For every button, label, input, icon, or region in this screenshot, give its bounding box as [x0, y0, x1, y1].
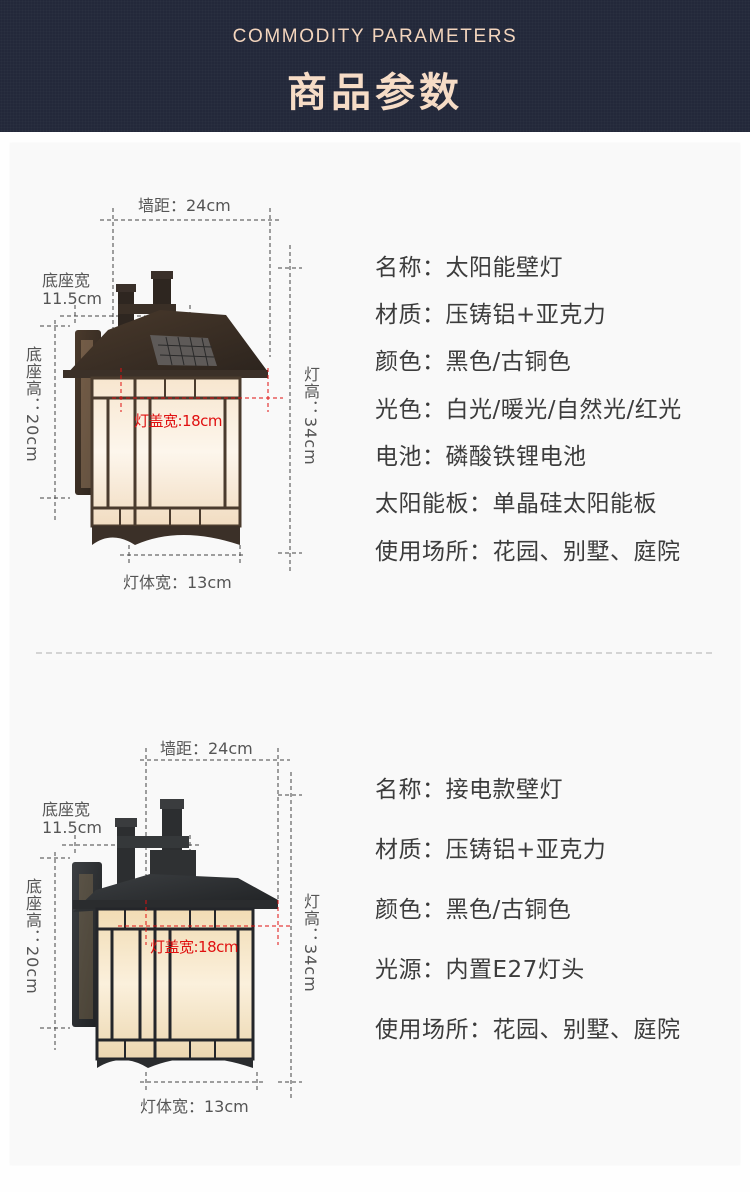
base-width-label: 底座宽 [42, 800, 91, 819]
header-title-cn: 商品参数 [287, 70, 463, 116]
spec-separator: ： [469, 491, 493, 517]
spec-row-light-color: 光色：白光/暖光/自然光/红光 [375, 390, 682, 424]
spec-label: 使用场所 [375, 1017, 469, 1043]
spec-row-usage: 使用场所：花园、别墅、庭院 [375, 1010, 681, 1044]
spec-row-color: 颜色：黑色/古铜色 [375, 890, 571, 924]
spec-value: 内置E27灯头 [445, 957, 585, 983]
spec-separator: ： [422, 444, 446, 470]
base-width-value: 11.5cm [42, 818, 103, 837]
base-height-label: 底座高：20cm [23, 878, 42, 995]
spec-label: 太阳能板 [375, 491, 469, 517]
lamp-height-label: 灯高：34cm [301, 366, 320, 466]
wall-distance-label: 墙距：24cm [138, 196, 231, 215]
spec-value: 压铸铝+亚克力 [445, 837, 607, 863]
spec-row-light-source: 光源：内置E27灯头 [375, 950, 585, 984]
spec-value: 磷酸铁锂电池 [445, 444, 587, 470]
spec-separator: ： [469, 539, 493, 565]
spec-row-usage: 使用场所：花园、别墅、庭院 [375, 532, 681, 566]
spec-row-solar-panel: 太阳能板：单晶硅太阳能板 [375, 484, 657, 518]
spec-label: 名称 [375, 255, 422, 281]
base-height-label: 底座高：20cm [23, 346, 42, 463]
spec-row-name: 名称：接电款壁灯 [375, 770, 563, 804]
spec-label: 光色 [375, 397, 422, 423]
spec-value: 接电款壁灯 [445, 777, 563, 803]
header-title-en: COMMODITY PARAMETERS [232, 26, 518, 47]
spec-label: 名称 [375, 777, 422, 803]
cover-width-label: 灯盖宽:18cm [150, 938, 239, 956]
spec-label: 光源 [375, 957, 422, 983]
spec-separator: ： [422, 302, 446, 328]
base-width-value: 11.5cm [42, 289, 103, 308]
spec-label: 材质 [375, 302, 422, 328]
cover-width-label: 灯盖宽:18cm [134, 412, 223, 430]
body-width-label: 灯体宽：13cm [140, 1097, 249, 1116]
spec-value: 花园、别墅、庭院 [492, 539, 681, 565]
spec-label: 颜色 [375, 897, 422, 923]
spec-separator: ： [469, 1017, 493, 1043]
section-divider [36, 652, 712, 654]
spec-label: 颜色 [375, 349, 422, 375]
spec-value: 花园、别墅、庭院 [492, 1017, 681, 1043]
spec-row-battery: 电池：磷酸铁锂电池 [375, 437, 587, 471]
spec-value: 单晶硅太阳能板 [492, 491, 657, 517]
spec-separator: ： [422, 255, 446, 281]
wall-distance-label: 墙距：24cm [160, 739, 253, 758]
spec-row-color: 颜色：黑色/古铜色 [375, 342, 571, 376]
spec-value: 白光/暖光/自然光/红光 [445, 397, 682, 423]
lamp-height-label: 灯高：34cm [301, 893, 320, 993]
spec-label: 材质 [375, 837, 422, 863]
base-width-label: 底座宽 [42, 271, 91, 290]
spec-separator: ： [422, 777, 446, 803]
wired-lamp-illustration [40, 748, 302, 1100]
spec-separator: ： [422, 349, 446, 375]
body-width-label: 灯体宽：13cm [123, 573, 232, 592]
spec-label: 电池 [375, 444, 422, 470]
spec-row-material: 材质：压铸铝+亚克力 [375, 830, 606, 864]
spec-row-name: 名称：太阳能壁灯 [375, 248, 563, 282]
solar-lamp-illustration [40, 208, 302, 572]
spec-value: 压铸铝+亚克力 [445, 302, 607, 328]
spec-value: 黑色/古铜色 [445, 897, 572, 923]
spec-separator: ： [422, 397, 446, 423]
spec-separator: ： [422, 957, 446, 983]
spec-value: 黑色/古铜色 [445, 349, 572, 375]
spec-separator: ： [422, 837, 446, 863]
section-header: COMMODITY PARAMETERS 商品参数 [0, 0, 750, 132]
spec-value: 太阳能壁灯 [445, 255, 563, 281]
spec-row-material: 材质：压铸铝+亚克力 [375, 295, 606, 329]
spec-separator: ： [422, 897, 446, 923]
spec-label: 使用场所 [375, 539, 469, 565]
